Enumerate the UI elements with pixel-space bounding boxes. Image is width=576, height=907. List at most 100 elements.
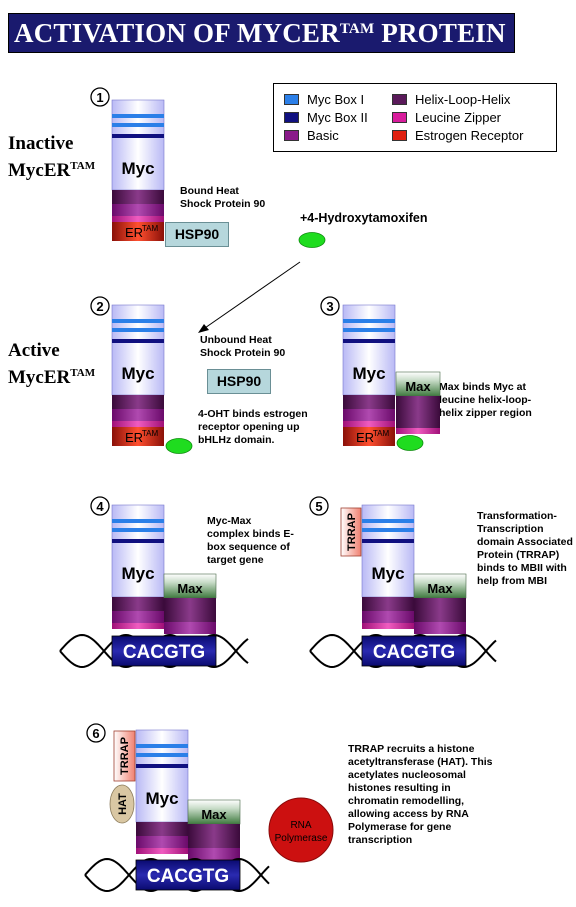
ebox-sequence-label: CACGTG [123,642,205,663]
trrap-label: TRRAP [346,513,358,551]
hlh-domain [112,597,164,611]
hydroxytamoxifen-molecule [396,435,424,451]
legend-label: Myc Box I [307,92,365,107]
myc-box-1 [112,114,164,118]
er-sup-label: TAM [142,429,159,438]
hlh-domain [343,395,395,409]
myc-protein [135,729,189,823]
hydroxytamoxifen-molecule [165,438,193,454]
max-label: Max [427,581,453,596]
trrap-protein [113,730,136,782]
step-marker [309,496,329,516]
er-sup-label: TAM [142,224,159,233]
er-sup-label: TAM [373,429,390,438]
myc-protein [361,504,415,598]
legend-swatch [284,94,299,105]
hlh-domain [112,190,164,204]
step-number: 3 [326,299,333,314]
basic-domain [112,204,164,216]
hydroxytamoxifen-molecule [298,232,326,248]
max-hlh-domain [188,824,240,848]
legend-swatch [284,130,299,141]
step-marker [86,723,106,743]
myc-label: Myc [121,564,154,583]
myc-box-2 [112,134,164,138]
legend-label: Myc Box II [307,110,368,125]
er-domain [343,427,395,446]
hat-label: HAT [117,793,129,815]
active-label-line1: Active [8,340,60,361]
legend-label: Helix-Loop-Helix [415,92,511,107]
basic-domain [112,611,164,623]
inactive-label-line1: Inactive [8,133,74,154]
title-bar [8,13,515,53]
arrow-line [201,261,301,331]
step-number: 1 [96,90,103,105]
basic-domain [362,611,414,623]
rna-polymerase-label: RNA [290,820,311,831]
myc-box-1 [112,123,164,127]
leucine-zipper-domain [112,421,164,427]
max-protein [163,573,217,599]
hlh-domain [362,597,414,611]
hlh-domain [136,822,188,836]
step-marker [90,296,110,316]
legend-item-hlh: Helix-Loop-Helix [392,92,510,107]
inactive-label: Inactive MycERTAM [8,133,95,182]
ebox-sequence-label: CACGTG [373,642,455,663]
rna-polymerase [268,797,334,863]
active-label: Active MycERTAM [8,340,95,389]
max-hlh-domain [164,598,216,622]
er-domain [112,427,164,446]
myc-label: Myc [352,364,385,383]
max-zipper-domain [396,428,440,434]
hlh-domain [112,395,164,409]
arrow-head [198,324,209,333]
er-label: ER [125,225,143,240]
legend-swatch [284,112,299,123]
step-number: 4 [96,499,104,514]
legend-item-myc-box-1: Myc Box I [284,92,364,107]
leucine-zipper-domain [343,421,395,427]
legend-swatch [392,94,407,105]
step-number: 6 [92,726,99,741]
myc-box-1 [112,319,164,323]
myc-box-1 [112,328,164,332]
er-label: ER [125,430,143,445]
myc-box-1 [112,519,164,523]
myc-box-1 [362,528,414,532]
step-marker [90,87,110,107]
hsp90-unbound: HSP90 [207,369,271,394]
max-basic-domain [414,622,466,634]
step-number: 2 [96,299,103,314]
legend-item-basic: Basic [284,128,339,143]
max-basic-domain [164,622,216,634]
max-label: Max [405,379,431,394]
myc-box-1 [112,528,164,532]
myc-box-2 [362,539,414,543]
legend-label: Estrogen Receptor [415,128,524,143]
max-label: Max [177,581,203,596]
legend-item-zipper: Leucine Zipper [392,110,501,125]
step-marker [90,496,110,516]
max-basic-domain [188,848,240,860]
er-label: ER [356,430,374,445]
myc-box-2 [343,339,395,343]
legend-label: Leucine Zipper [415,110,501,125]
legend-swatch [392,130,407,141]
myc-label: Myc [121,159,154,178]
myc-box-2 [112,339,164,343]
hsp90-bound: HSP90 [165,222,229,247]
myc-protein [111,504,165,598]
er-domain [112,222,164,241]
myc-box-1 [362,519,414,523]
step-marker [320,296,340,316]
legend-item-myc-box-2: Myc Box II [284,110,368,125]
rna-polymerase-label: Polymerase [275,833,328,844]
myc-box-1 [343,328,395,332]
basic-domain [343,409,395,421]
